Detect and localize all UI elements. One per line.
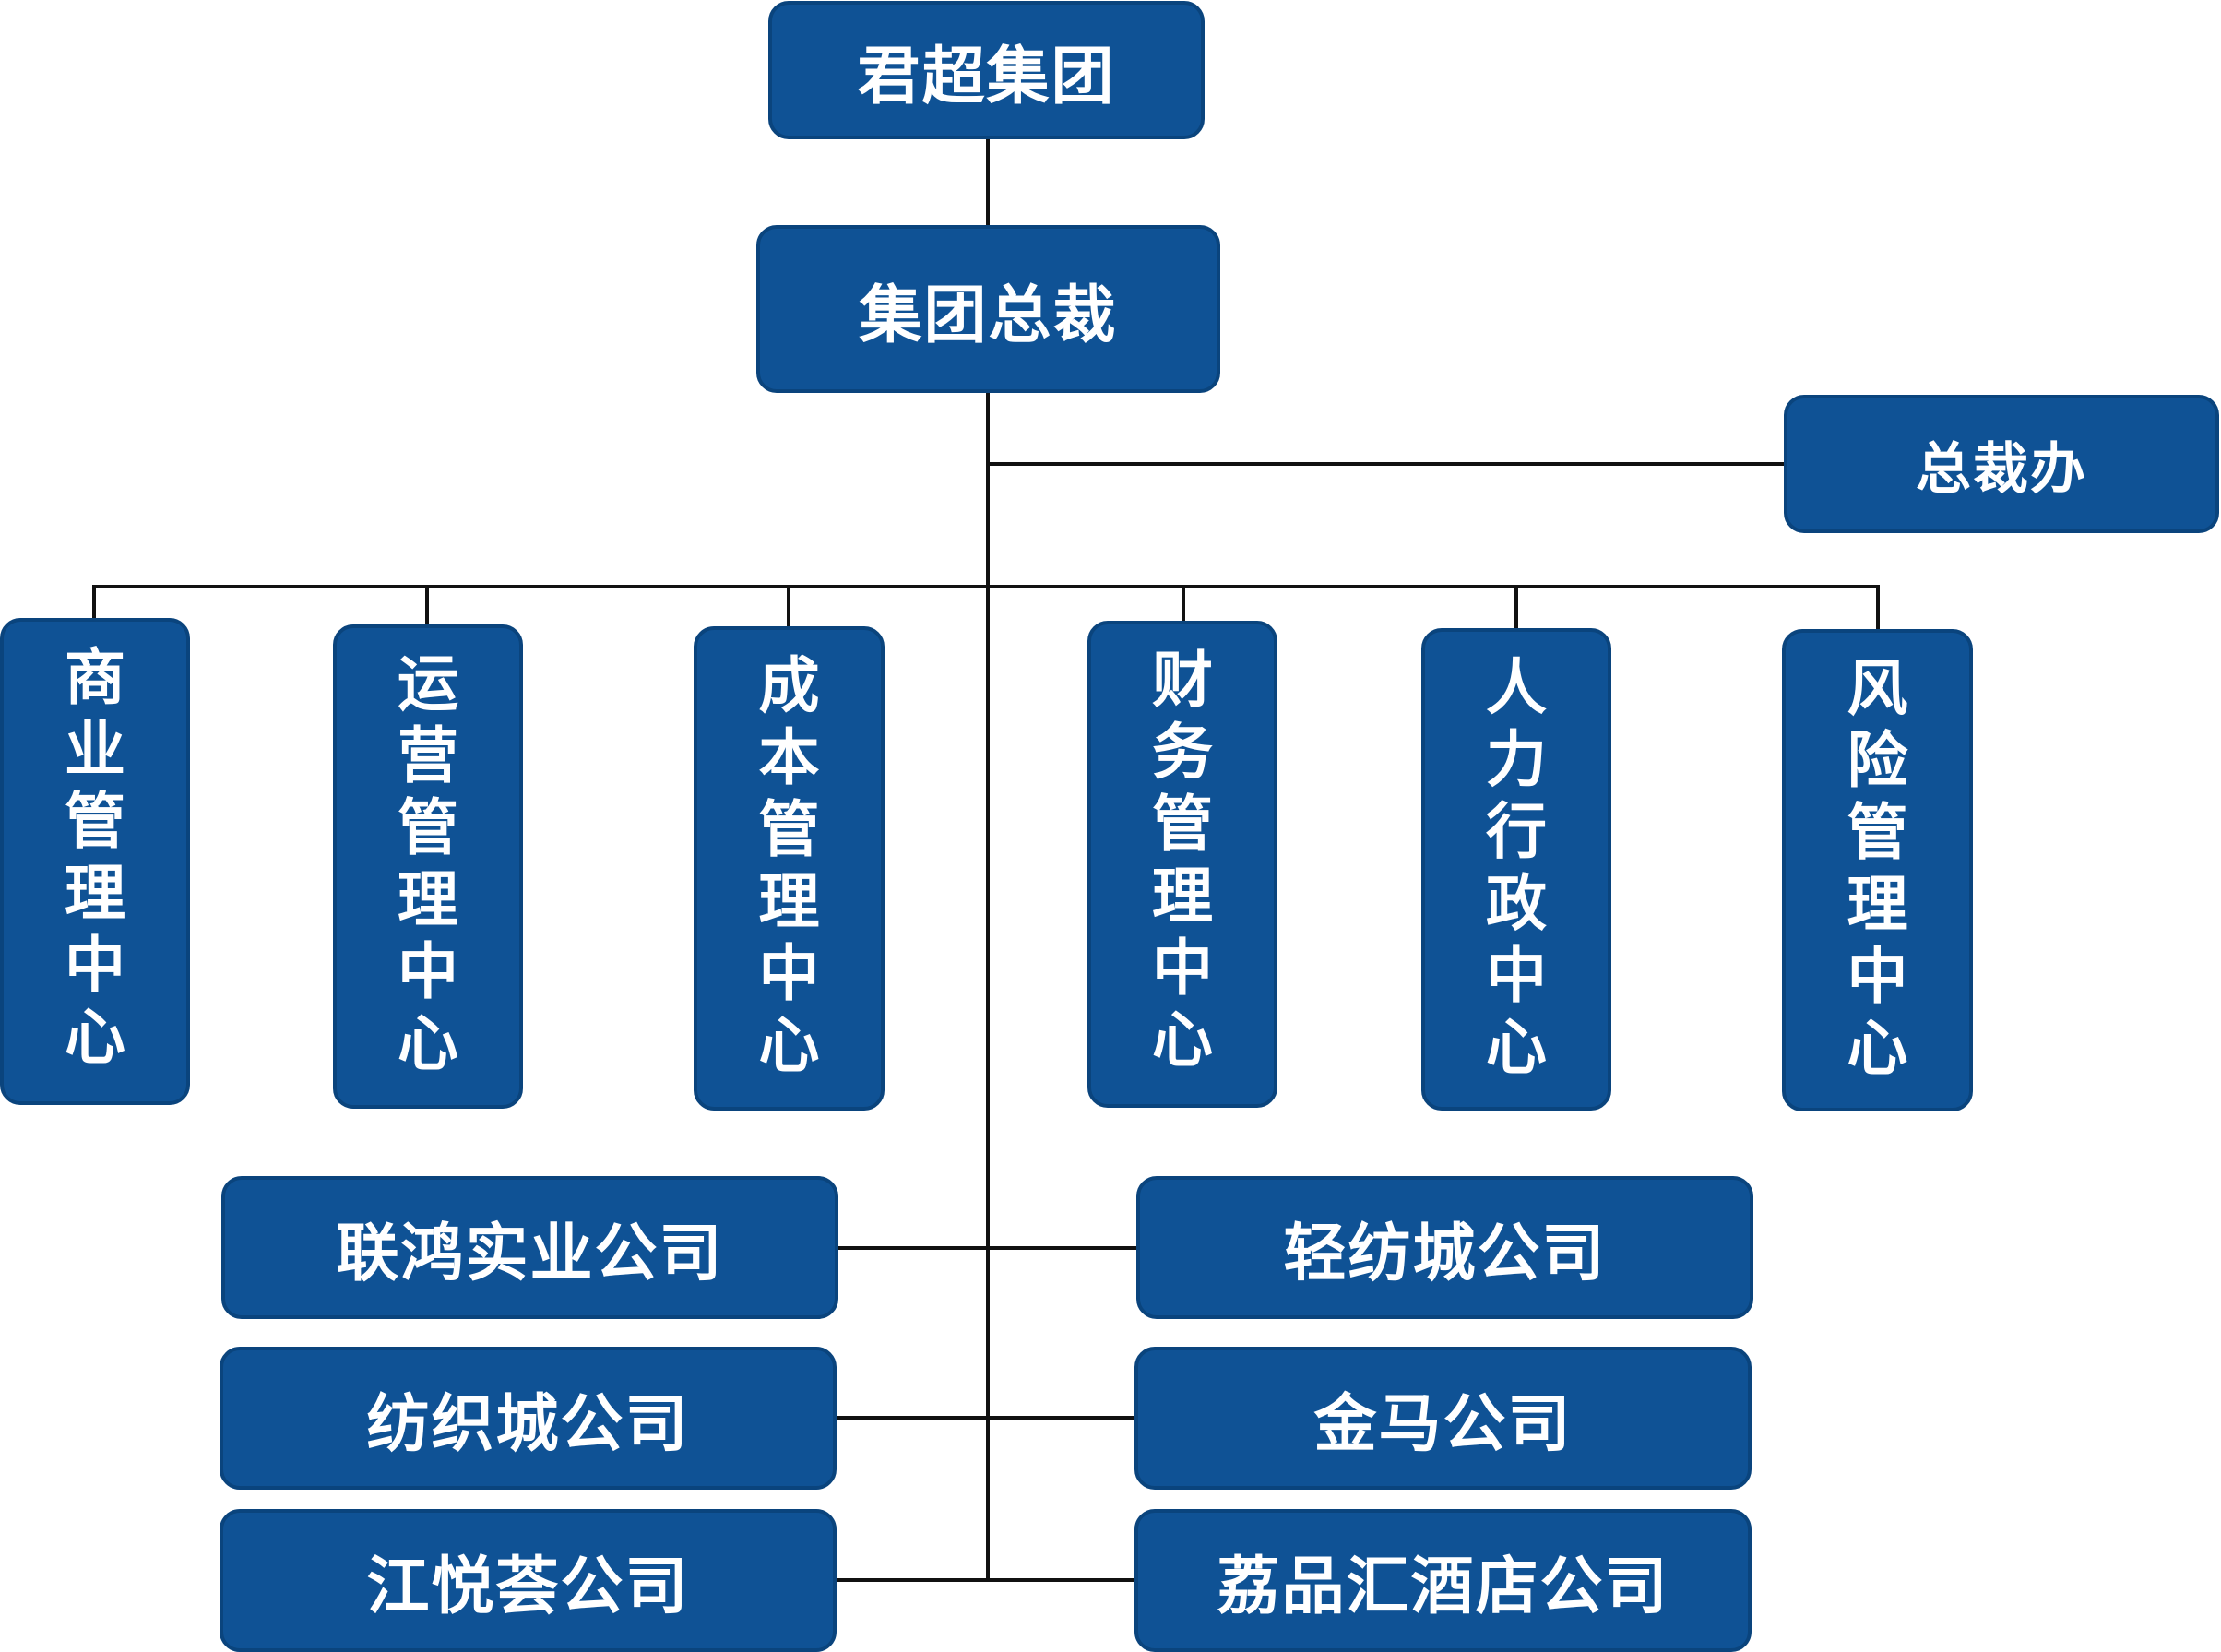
center-node-label: 财务管理中心 (1151, 645, 1213, 1076)
company-node-right-1: 轻纺城公司 (1136, 1176, 1753, 1319)
center-node-hr-admin: 人力行政中心 (1421, 628, 1611, 1111)
president-node: 集团总裁 (756, 225, 1220, 393)
company-node-label: 荔品汇酒店公司 (1217, 1551, 1669, 1623)
company-node-right-2: 金马公司 (1134, 1347, 1752, 1490)
center-node-label: 风险管理中心 (1847, 653, 1908, 1084)
company-node-label: 江悦荟公司 (366, 1551, 690, 1623)
company-node-left-2: 纺织城公司 (220, 1347, 837, 1490)
company-node-right-3: 荔品汇酒店公司 (1134, 1509, 1752, 1652)
company-node-label: 金马公司 (1313, 1388, 1573, 1461)
company-node-left-3: 江悦荟公司 (220, 1509, 837, 1652)
center-node-label: 成本管理中心 (758, 650, 820, 1081)
group-node-label: 君超集团 (857, 40, 1116, 113)
group-node: 君超集团 (768, 1, 1205, 139)
company-node-left-1: 联鸿实业公司 (221, 1176, 838, 1319)
company-node-label: 联鸿实业公司 (336, 1218, 724, 1290)
center-node-label: 人力行政中心 (1485, 652, 1547, 1083)
center-node-label: 商业管理中心 (64, 642, 125, 1073)
center-node-operations: 运营管理中心 (333, 624, 523, 1109)
president-node-label: 集团总裁 (859, 279, 1118, 352)
office-node-label: 总裁办 (1916, 436, 2087, 502)
office-node: 总裁办 (1784, 395, 2219, 533)
company-node-label: 轻纺城公司 (1283, 1218, 1607, 1290)
center-node-cost: 成本管理中心 (694, 626, 885, 1111)
center-node-finance: 财务管理中心 (1087, 621, 1277, 1108)
center-node-business: 商业管理中心 (0, 618, 190, 1105)
center-node-label: 运营管理中心 (397, 648, 458, 1079)
center-node-risk: 风险管理中心 (1782, 629, 1973, 1111)
company-node-label: 纺织城公司 (366, 1388, 690, 1461)
